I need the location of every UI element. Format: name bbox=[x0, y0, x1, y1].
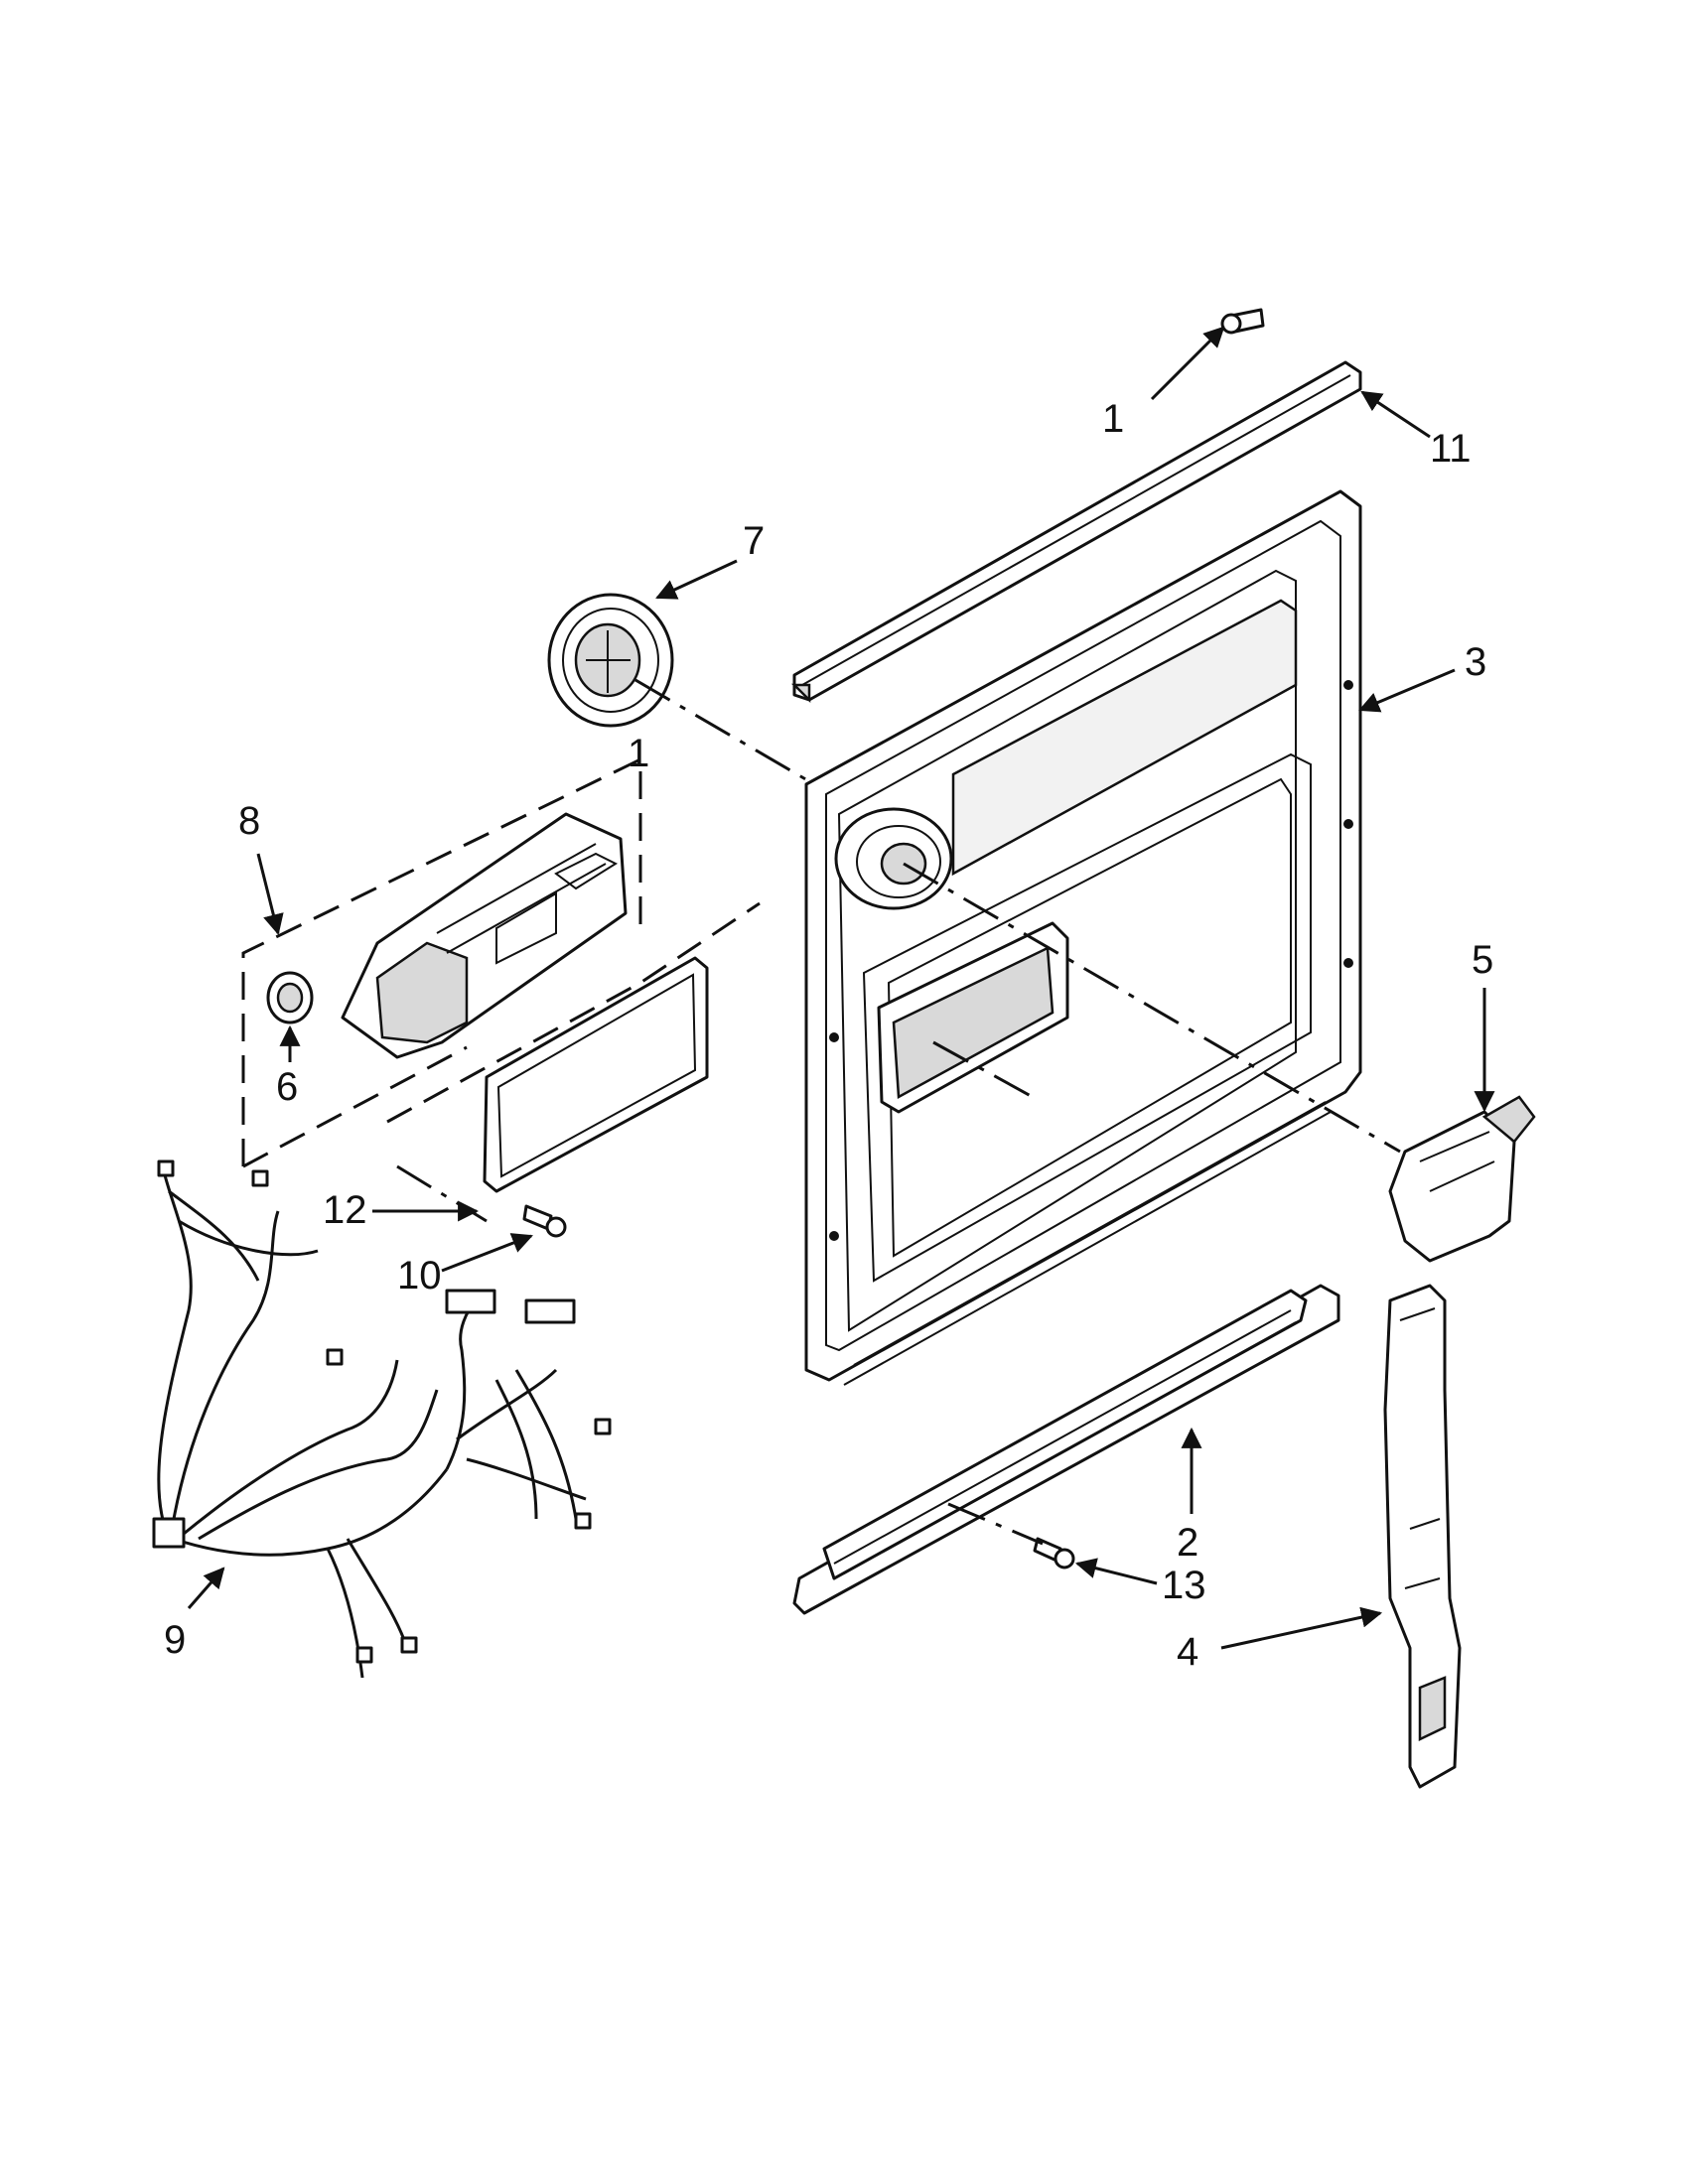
callout-3: 3 bbox=[1465, 640, 1486, 684]
callout-5: 5 bbox=[1472, 938, 1493, 982]
callout-1-screw: 1 bbox=[1102, 397, 1124, 441]
callout-9: 9 bbox=[164, 1618, 186, 1662]
leader-lines bbox=[187, 326, 1495, 1650]
callout-6: 6 bbox=[276, 1065, 298, 1109]
callout-12: 12 bbox=[323, 1188, 367, 1232]
callout-labels: 1 11 7 3 1 8 5 6 12 10 2 13 9 4 bbox=[164, 397, 1493, 1674]
callout-13: 13 bbox=[1162, 1564, 1206, 1607]
rinse-aid-dispenser-cap bbox=[547, 593, 674, 728]
screw-gasket bbox=[522, 1204, 567, 1238]
bottom-door-trim bbox=[792, 1284, 1340, 1615]
callout-7: 7 bbox=[743, 519, 765, 563]
inner-door-panel bbox=[804, 489, 1362, 1386]
screw-top bbox=[1220, 308, 1265, 335]
vent-assembly bbox=[1388, 1095, 1536, 1263]
callout-10: 10 bbox=[397, 1254, 442, 1297]
callout-4: 4 bbox=[1177, 1630, 1198, 1674]
callout-2: 2 bbox=[1177, 1521, 1198, 1565]
callout-8: 8 bbox=[238, 799, 260, 843]
callout-1-module: 1 bbox=[628, 732, 649, 775]
top-door-trim bbox=[790, 360, 1362, 704]
vent-duct bbox=[1383, 1284, 1462, 1789]
callout-11: 11 bbox=[1430, 427, 1472, 471]
wiring-harness bbox=[152, 1160, 612, 1679]
assembly-outlines bbox=[241, 678, 1401, 1546]
push-button bbox=[266, 971, 314, 1024]
control-module bbox=[341, 812, 628, 1059]
module-gasket bbox=[483, 956, 709, 1193]
